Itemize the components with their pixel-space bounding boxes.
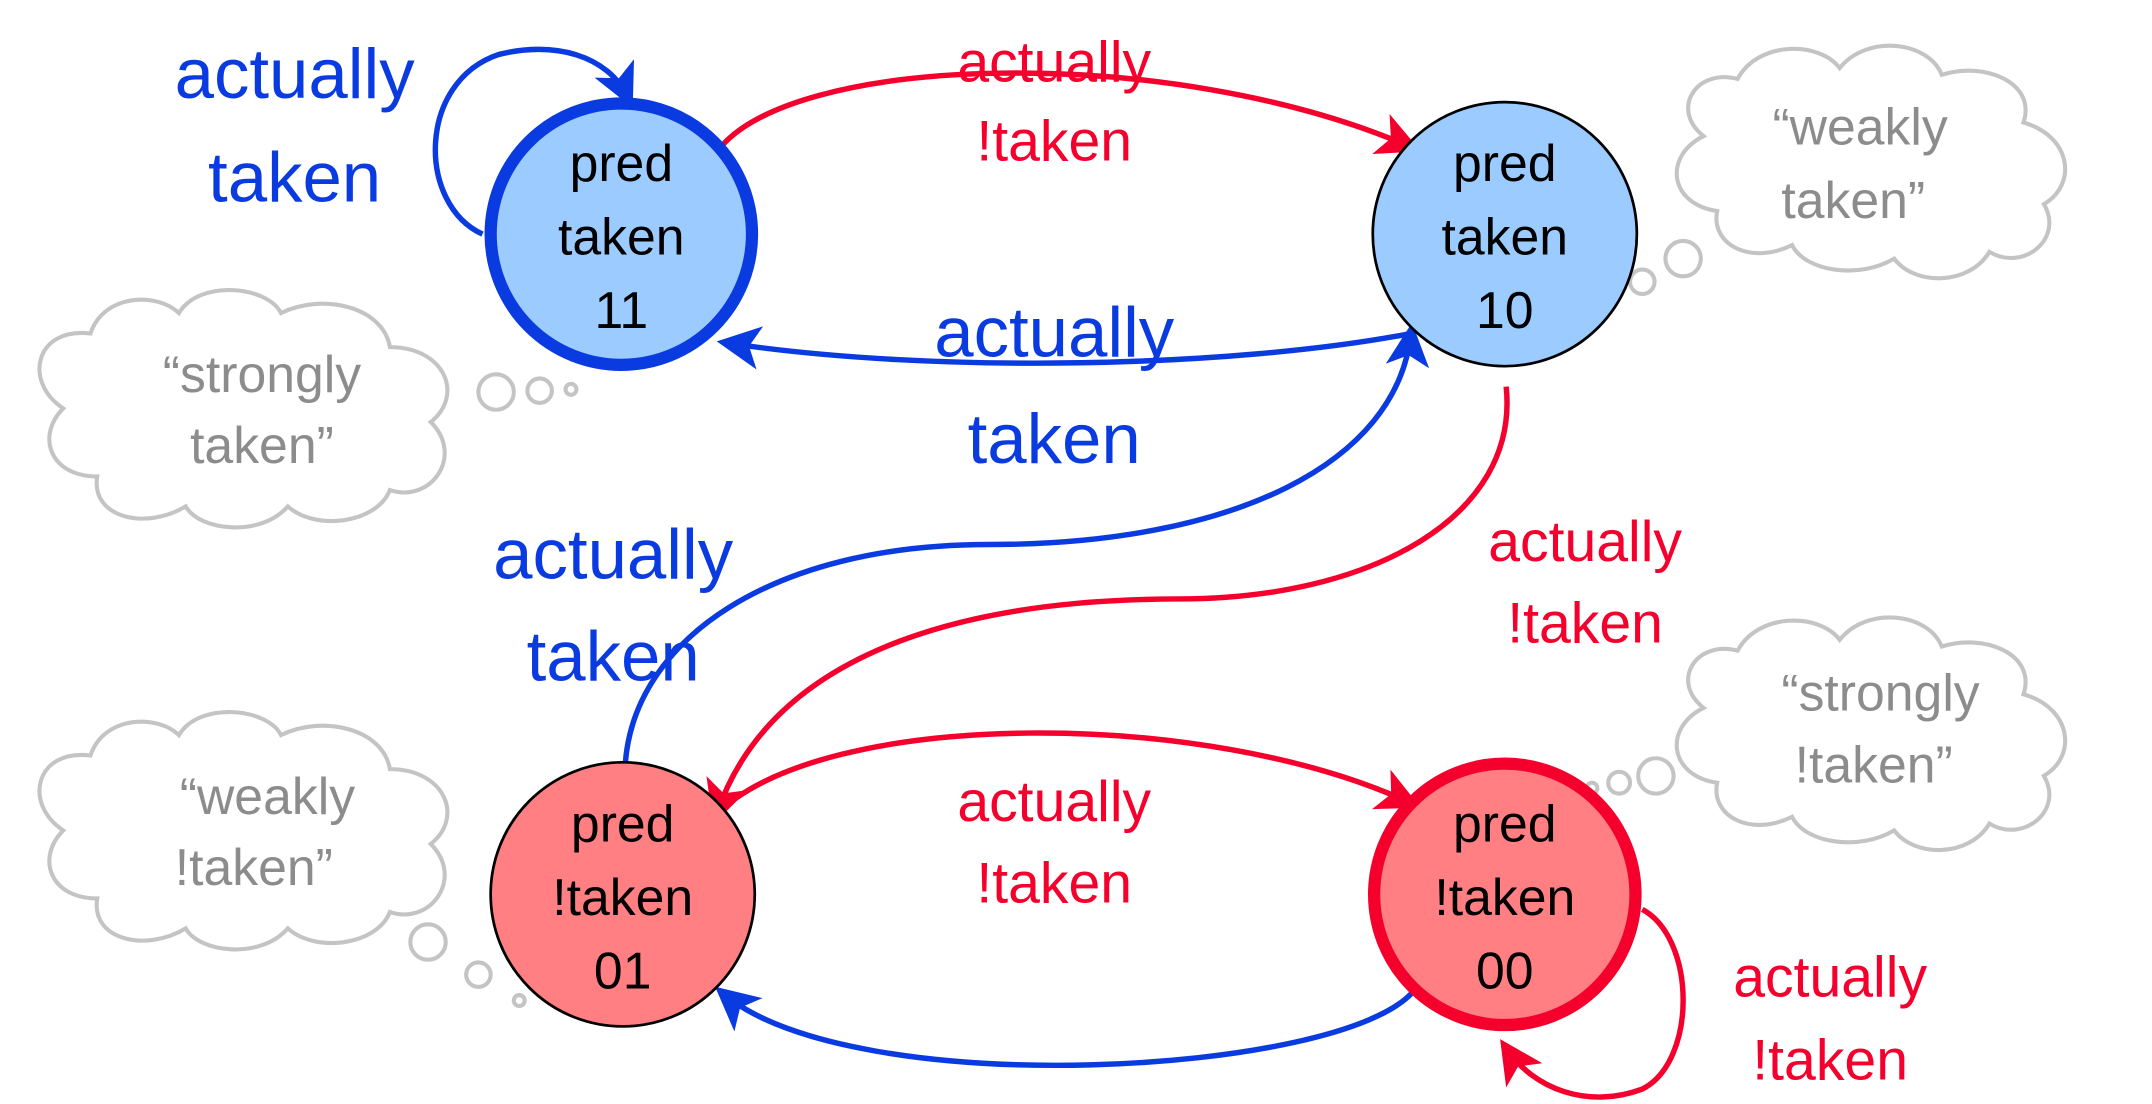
edge-11-to-10 (714, 70, 1421, 155)
thought-cloud-weakly-not-taken: “weakly !taken” (37, 710, 527, 1009)
edge-00-to-01 (715, 986, 1416, 1069)
label-11-self: actually taken (175, 34, 416, 216)
label-11-to-10: actually !taken (957, 31, 1151, 174)
svg-text:taken: taken (527, 617, 700, 696)
label-10-to-11: actually taken (934, 293, 1175, 478)
state-10-code: 10 (1476, 281, 1534, 339)
state-10: pred taken 10 (1371, 100, 1639, 368)
state-10-line2: taken (1442, 208, 1569, 266)
edge-00-self (1500, 906, 1686, 1100)
state-00-code: 00 (1476, 941, 1534, 999)
svg-text:actually: actually (493, 515, 734, 594)
state-01-code: 01 (594, 941, 652, 999)
thought-text-strongly-taken-2: taken” (190, 416, 334, 474)
state-01: pred !taken 01 (489, 760, 757, 1028)
state-10-line1: pred (1453, 134, 1557, 192)
thought-text-strongly-taken-1: “strongly (163, 345, 361, 403)
thought-cloud-strongly-taken: “strongly taken” (37, 288, 579, 530)
svg-text:taken: taken (208, 137, 381, 216)
thought-text-strongly-not-taken-2: !taken” (1795, 736, 1953, 794)
edge-11-self (432, 46, 634, 237)
state-01-line2: !taken (552, 868, 693, 926)
svg-text:!taken: !taken (1507, 592, 1663, 656)
svg-text:actually: actually (957, 31, 1151, 95)
state-11-code: 11 (594, 281, 648, 339)
thought-text-weakly-taken-1: “weakly (1772, 97, 1947, 155)
thought-cloud-weakly-taken: “weakly taken” (1603, 43, 2068, 306)
svg-text:!taken: !taken (976, 110, 1132, 174)
state-01-line1: pred (571, 794, 675, 852)
svg-text:!taken: !taken (1752, 1028, 1908, 1092)
svg-text:actually: actually (175, 34, 416, 113)
label-00-self: actually !taken (1733, 945, 1927, 1092)
svg-text:actually: actually (1488, 510, 1682, 574)
edge-01-to-10 (622, 322, 1430, 763)
thought-text-weakly-taken-2: taken” (1781, 171, 1925, 229)
state-11-line1: pred (570, 134, 674, 192)
thought-text-weakly-not-taken-1: “weakly (180, 767, 355, 825)
svg-text:actually: actually (957, 770, 1151, 834)
thought-text-weakly-not-taken-2: !taken” (175, 838, 333, 896)
thought-text-strongly-not-taken-1: “strongly (1781, 664, 1979, 722)
state-00-line2: !taken (1434, 868, 1575, 926)
edge-10-to-01 (706, 386, 1510, 825)
edge-01-to-00 (714, 730, 1421, 816)
edge-10-to-11 (716, 326, 1412, 370)
svg-text:taken: taken (968, 399, 1141, 478)
thought-cloud-strongly-not-taken: “strongly !taken” (1584, 615, 2068, 852)
label-10-to-01: actually !taken (1488, 510, 1682, 656)
label-01-to-00: actually !taken (957, 770, 1151, 916)
state-00: pred !taken 00 (1367, 757, 1642, 1032)
state-11-line2: taken (558, 208, 685, 266)
svg-text:actually: actually (1733, 945, 1927, 1009)
state-00-line1: pred (1453, 794, 1557, 852)
state-11: pred taken 11 (484, 97, 759, 371)
label-01-to-10: actually taken (493, 515, 734, 696)
svg-text:!taken: !taken (976, 852, 1132, 916)
svg-text:actually: actually (934, 293, 1175, 372)
